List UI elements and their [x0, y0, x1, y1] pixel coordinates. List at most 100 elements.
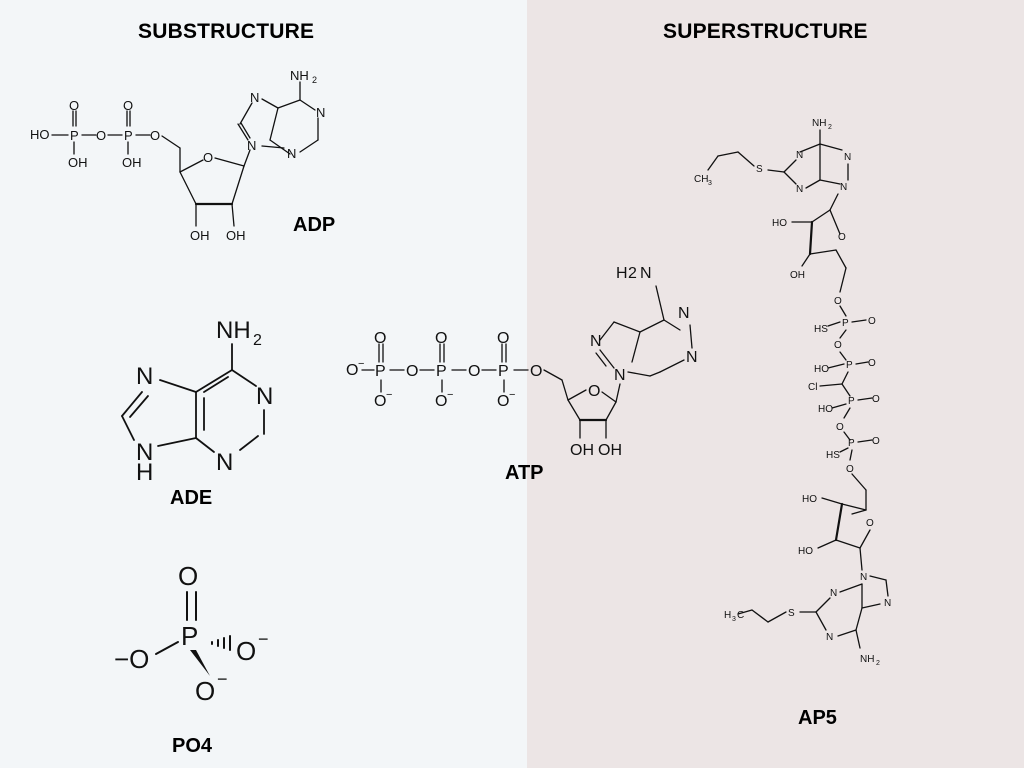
superstructure-heading: SUPERSTRUCTURE [663, 20, 868, 43]
svg-text:N: N [796, 184, 803, 195]
svg-text:N: N [844, 152, 851, 163]
svg-text:O: O [346, 362, 358, 379]
svg-text:N: N [840, 182, 847, 193]
svg-text:O: O [203, 150, 213, 165]
svg-text:O: O [178, 561, 198, 591]
svg-text:N: N [250, 90, 259, 105]
svg-text:O: O [530, 363, 542, 380]
svg-text:S: S [756, 164, 763, 175]
svg-text:−: − [509, 389, 515, 401]
svg-text:P: P [375, 363, 386, 380]
svg-text:O: O [374, 330, 386, 347]
svg-text:O: O [834, 296, 842, 307]
substructure-heading: SUBSTRUCTURE [138, 20, 315, 43]
svg-text:NH: NH [216, 317, 251, 344]
svg-text:OH: OH [570, 442, 594, 459]
svg-text:H: H [616, 265, 628, 282]
svg-text:HS: HS [826, 450, 840, 461]
svg-text:NH: NH [290, 68, 309, 83]
svg-text:P: P [846, 360, 853, 371]
svg-text:O: O [846, 464, 854, 475]
svg-text:P: P [124, 128, 133, 143]
ade-label: ADE [170, 487, 213, 509]
svg-text:P: P [842, 318, 849, 329]
svg-text:O: O [497, 393, 509, 410]
svg-text:HO: HO [802, 494, 817, 505]
svg-text:HO: HO [798, 546, 813, 557]
substructure-panel [0, 0, 527, 768]
svg-text:2: 2 [312, 75, 317, 85]
svg-text:H: H [136, 459, 153, 486]
svg-text:N: N [640, 265, 652, 282]
svg-text:O: O [96, 128, 106, 143]
svg-text:N: N [287, 146, 296, 161]
svg-text:OH: OH [226, 228, 246, 243]
superstructure-panel [527, 0, 1024, 768]
svg-text:−: − [386, 389, 392, 401]
svg-text:N: N [884, 598, 891, 609]
svg-text:N: N [686, 349, 698, 366]
svg-text:O: O [435, 330, 447, 347]
svg-text:HO: HO [30, 127, 50, 142]
adp-label: ADP [293, 214, 336, 236]
svg-text:O: O [838, 232, 846, 243]
svg-text:HS: HS [814, 324, 828, 335]
svg-text:N: N [590, 333, 602, 350]
svg-text:O: O [236, 636, 256, 666]
svg-text:P: P [70, 128, 79, 143]
svg-text:N: N [614, 367, 626, 384]
svg-text:H: H [724, 610, 731, 621]
svg-text:O: O [69, 98, 79, 113]
svg-text:O: O [374, 393, 386, 410]
svg-text:N: N [678, 305, 690, 322]
svg-text:O: O [497, 330, 509, 347]
svg-text:O: O [872, 436, 880, 447]
svg-text:N: N [247, 138, 256, 153]
svg-text:O: O [195, 676, 215, 706]
svg-text:C: C [737, 610, 744, 621]
svg-text:OH: OH [122, 155, 142, 170]
svg-text:N: N [136, 363, 153, 390]
svg-text:O: O [836, 422, 844, 433]
svg-text:−: − [217, 669, 228, 689]
svg-text:N: N [860, 572, 867, 583]
svg-text:O: O [868, 316, 876, 327]
atp-label: ATP [505, 462, 544, 484]
svg-text:2: 2 [253, 332, 262, 349]
svg-text:HO: HO [818, 404, 833, 415]
svg-text:P: P [848, 438, 855, 449]
svg-text:O: O [588, 383, 600, 400]
svg-text:N: N [256, 383, 273, 410]
svg-text:P: P [181, 621, 198, 651]
svg-text:CH: CH [694, 174, 708, 185]
svg-text:S: S [788, 608, 795, 619]
svg-text:3: 3 [732, 616, 736, 623]
svg-text:HO: HO [814, 364, 829, 375]
svg-text:P: P [436, 363, 447, 380]
svg-text:N: N [830, 588, 837, 599]
svg-text:N: N [216, 449, 233, 476]
svg-text:3: 3 [708, 180, 712, 187]
svg-text:HO: HO [772, 218, 787, 229]
svg-text:O: O [150, 128, 160, 143]
svg-text:2: 2 [628, 265, 637, 282]
svg-text:O: O [406, 363, 418, 380]
svg-text:OH: OH [790, 270, 805, 281]
svg-text:NH: NH [812, 118, 826, 129]
svg-text:OH: OH [190, 228, 210, 243]
svg-text:O: O [435, 393, 447, 410]
svg-text:2: 2 [828, 124, 832, 131]
svg-text:O: O [834, 340, 842, 351]
svg-text:P: P [498, 363, 509, 380]
po4-label: PO4 [172, 735, 213, 757]
svg-text:−: − [258, 629, 269, 649]
svg-text:O: O [468, 363, 480, 380]
svg-text:2: 2 [876, 660, 880, 667]
svg-text:O: O [123, 98, 133, 113]
svg-text:P: P [848, 396, 855, 407]
